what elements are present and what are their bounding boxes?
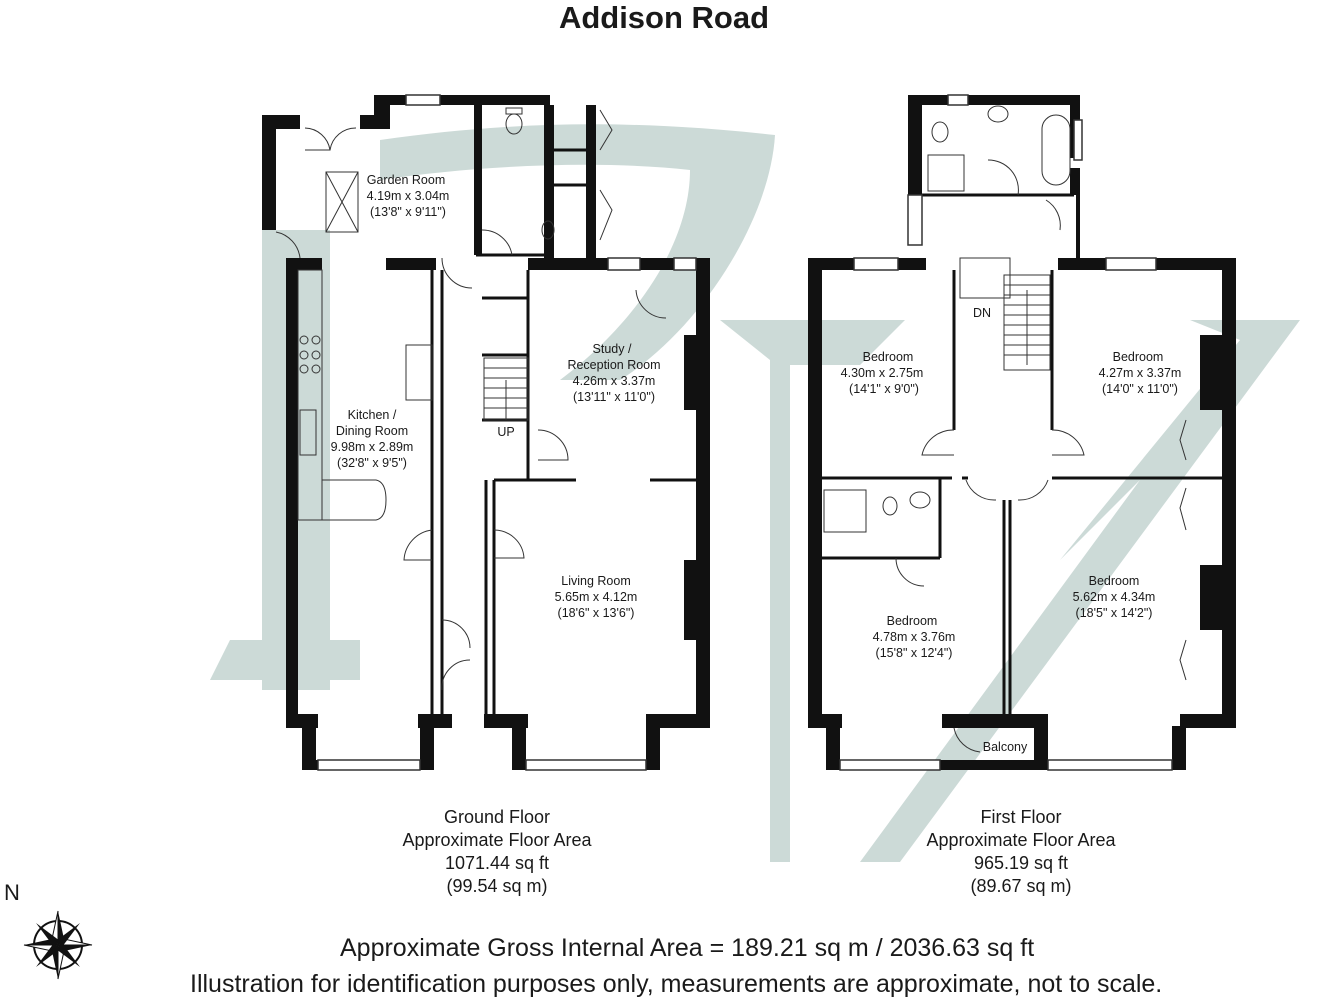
first-floor-bathroom <box>823 105 1071 533</box>
first-floor-caption: First Floor Approximate Floor Area 965.1… <box>890 806 1152 898</box>
study-name-line2: Reception Room <box>567 358 660 372</box>
bedroom-3-metric: 4.78m x 3.76m <box>873 630 956 644</box>
bedroom-2-name: Bedroom <box>1113 350 1164 364</box>
ground-floor-wc <box>505 107 555 240</box>
living-room-metric: 5.65m x 4.12m <box>555 590 638 604</box>
bedroom-4-name: Bedroom <box>1089 574 1140 588</box>
ground-floor-area-sqft: 1071.44 sq ft <box>444 853 550 873</box>
kitchen-hob <box>299 335 321 374</box>
kitchen-name-line2: Dining Room <box>336 424 408 438</box>
ground-floor-windows <box>317 94 697 771</box>
bedroom-3-name: Bedroom <box>887 614 938 628</box>
first-floor-plan <box>599 94 1236 771</box>
garden-room-skylight <box>325 171 359 233</box>
balcony-label: Balcony <box>983 740 1028 754</box>
ground-floor-area-label: Approximate Floor Area <box>402 830 592 850</box>
bedroom-3-imperial: (15'8" x 12'4") <box>876 646 953 660</box>
ground-floor-plan <box>262 94 710 771</box>
first-floor-area-sqft: 965.19 sq ft <box>973 853 1069 873</box>
compass-rose-icon <box>23 910 93 980</box>
first-floor-windows <box>839 94 1173 771</box>
bedroom-2-imperial: (14'0" x 11'0") <box>1102 382 1178 396</box>
first-floor-label: First Floor <box>980 807 1062 827</box>
study-name-line1: Study / <box>593 342 632 356</box>
kitchen-imperial: (32'8" x 9'5") <box>337 456 407 470</box>
first-floor-doors <box>895 159 1085 753</box>
first-floor-area-sqm: (89.67 sq m) <box>970 876 1072 896</box>
garden-room-name: Garden Room <box>367 173 446 187</box>
watermark-logo <box>210 124 1300 862</box>
ground-floor-interior-walls <box>430 148 696 714</box>
bedroom-1-metric: 4.30m x 2.75m <box>841 366 924 380</box>
bedroom-4-metric: 5.62m x 4.34m <box>1073 590 1156 604</box>
bedroom-1-imperial: (14'1" x 9'0") <box>849 382 919 396</box>
ground-stairs-label: UP <box>497 425 514 439</box>
first-stairs-label: DN <box>973 306 991 320</box>
first-floor-wardrobes <box>599 109 1187 681</box>
first-floor-area-label: Approximate Floor Area <box>926 830 1116 850</box>
study-metric: 4.26m x 3.37m <box>573 374 656 388</box>
study-imperial: (13'11" x 11'0") <box>573 390 655 404</box>
bedroom-4-imperial: (18'5" x 14'2") <box>1076 606 1153 620</box>
ground-floor-label: Ground Floor <box>443 807 551 827</box>
first-floor-interior-walls <box>822 193 1222 714</box>
bedroom-2-metric: 4.27m x 3.37m <box>1099 366 1182 380</box>
bedroom-1-name: Bedroom <box>863 350 914 364</box>
compass-north-label: N <box>4 880 20 905</box>
ground-floor-walls <box>262 95 710 770</box>
ground-floor-doors <box>275 127 667 691</box>
living-room-name: Living Room <box>561 574 630 588</box>
ground-floor-area-sqm: (99.54 sq m) <box>446 876 548 896</box>
disclaimer: Illustration for identification purposes… <box>190 970 1163 998</box>
kitchen-name-line1: Kitchen / <box>348 408 397 422</box>
first-floor-stairs <box>959 257 1051 371</box>
kitchen-units <box>297 269 433 521</box>
ground-floor-stairs <box>483 357 529 421</box>
living-room-imperial: (18'6" x 13'6") <box>558 606 635 620</box>
garden-room-metric: 4.19m x 3.04m <box>367 189 450 203</box>
plan-title: Addison Road <box>558 0 770 35</box>
kitchen-metric: 9.98m x 2.89m <box>331 440 414 454</box>
gross-internal-area: Approximate Gross Internal Area = 189.21… <box>340 934 1035 962</box>
garden-room-imperial: (13'8" x 9'11") <box>370 205 446 219</box>
ground-floor-caption: Ground Floor Approximate Floor Area 1071… <box>366 806 628 898</box>
